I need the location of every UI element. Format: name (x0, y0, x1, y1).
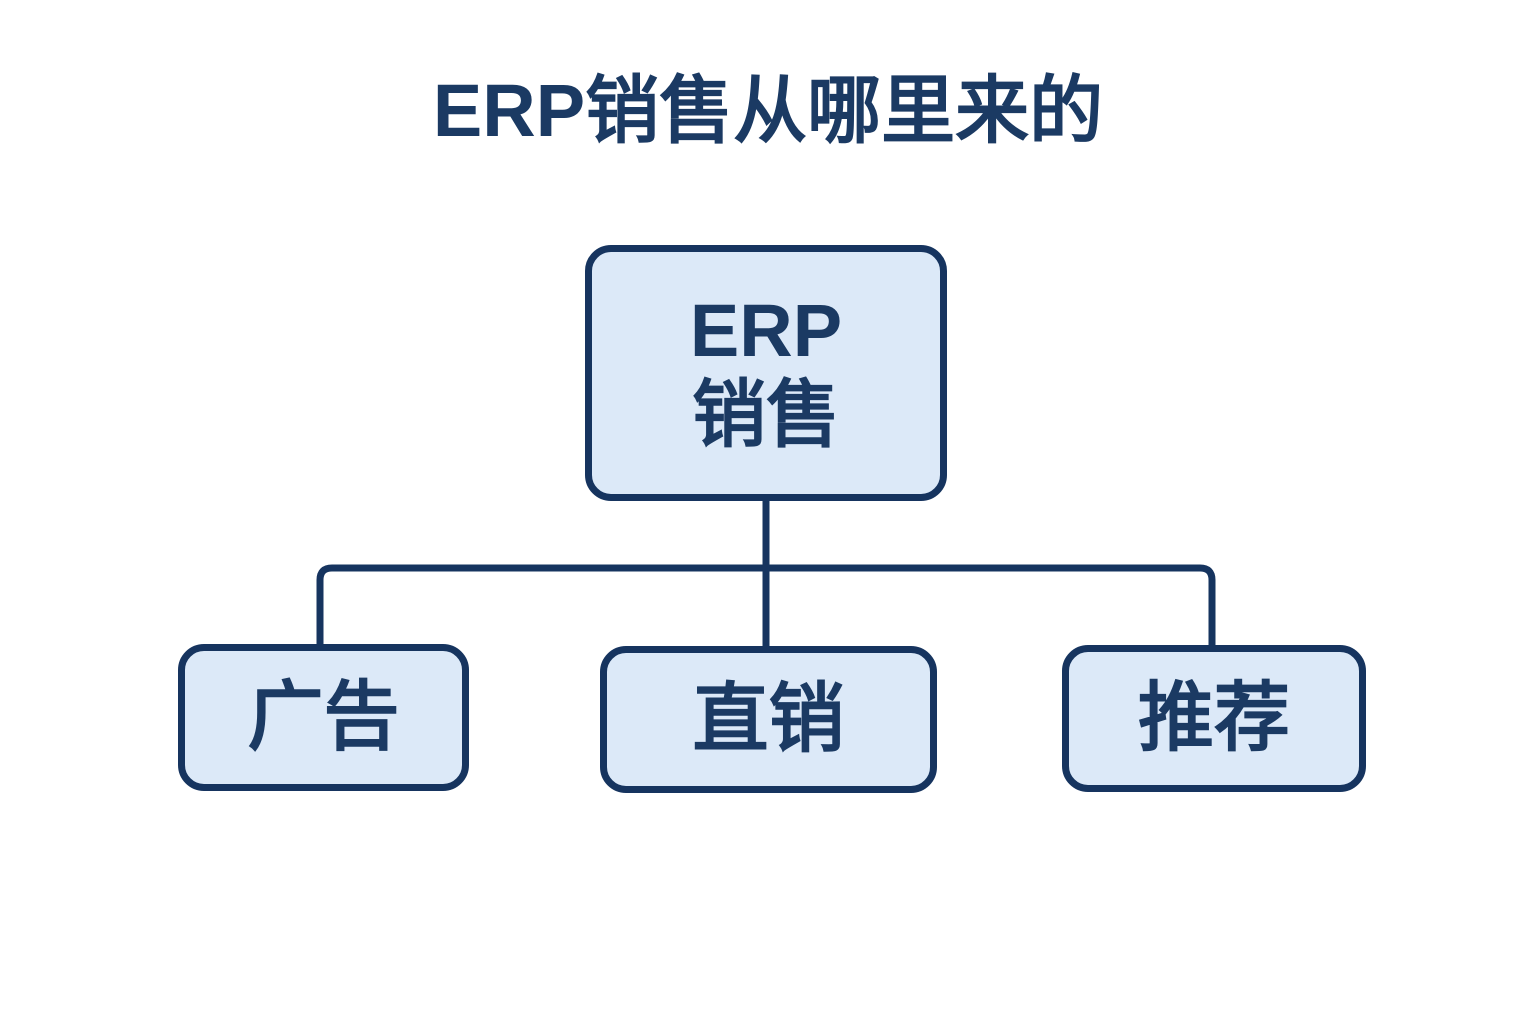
page-title: ERP销售从哪里来的 (432, 69, 1104, 152)
node-advertising[interactable]: 广告 (178, 644, 469, 791)
node-advertising-label: 广告 (247, 674, 400, 760)
node-referral-label: 推荐 (1138, 675, 1290, 761)
node-direct-sales[interactable]: 直销 (600, 646, 937, 793)
node-erp-sales-line-1: ERP (689, 289, 843, 373)
node-erp-sales-line-2: 销售 (692, 373, 840, 456)
node-referral[interactable]: 推荐 (1062, 645, 1366, 792)
connector-bus-right (766, 564, 1216, 648)
node-erp-sales[interactable]: ERP 销售 (585, 245, 947, 501)
connector-bus-left (316, 564, 766, 648)
node-direct-sales-label: 直销 (692, 676, 845, 762)
